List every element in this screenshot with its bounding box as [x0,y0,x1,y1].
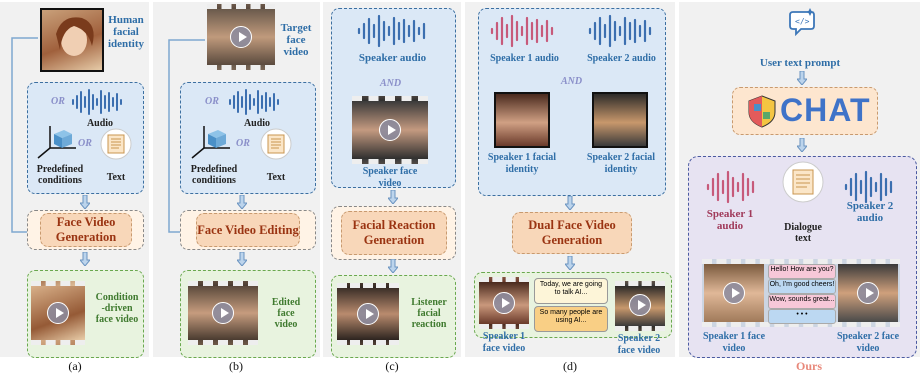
or-label: OR [51,96,65,107]
down-arrow-icon [797,71,807,85]
down-arrow-icon [237,195,247,209]
audio-waveform-icon [357,14,426,48]
speaker2-output-video [615,281,665,331]
identity-portrait [40,8,104,72]
audio-waveform-icon [229,89,279,115]
speaker2-audio-label: Speaker 2 audio [587,53,656,64]
play-icon[interactable] [357,303,379,325]
speaker2-speech-bubble: So many people are using AI... [534,306,608,332]
play-icon[interactable] [493,292,515,314]
chat-bubble-1: Hello! How are you? [768,264,836,279]
or-label: OR [205,96,219,107]
speaker1-face-video-label: Speaker 1 face video [482,331,526,354]
down-arrow-icon [565,196,575,210]
down-arrow-icon [237,252,247,266]
shield-logo-icon [748,95,776,128]
target-face-video-label: Target face video [280,22,312,58]
caption-ours: Ours [795,359,822,373]
prompt-code-icon: </> [789,8,815,36]
play-icon[interactable] [629,294,651,316]
edited-face-video-label: Edited face video [271,297,301,330]
play-icon[interactable] [212,302,234,324]
play-icon[interactable] [857,282,879,304]
caption-a: (a) [68,359,82,373]
speaker1-face-video-label: Speaker 1 face video [702,331,766,354]
down-arrow-icon [80,195,90,209]
speaker-audio-label: Speaker audio [358,52,427,64]
user-text-prompt-label: User text prompt [759,57,841,69]
speaker2-audio-waveform-icon [588,14,652,48]
svg-text:</>: </> [795,17,810,26]
identity-label: Human facial identity [107,14,145,50]
down-arrow-icon [388,259,398,273]
face-video-editing-box: Face Video Editing [196,213,300,247]
play-icon[interactable] [230,26,252,48]
caption-b: (b) [229,359,243,373]
play-icon[interactable] [379,119,401,141]
predefined-label: Predefined conditions [36,164,84,186]
play-icon[interactable] [47,302,69,324]
dual-face-video-generation-box: Dual Face Video Generation [512,212,632,254]
and-label: AND [561,76,583,87]
and-label: AND [380,78,402,89]
speaker2-face-video-label: Speaker 2 face video [836,331,900,354]
speaker1-audio-waveform-icon [490,14,554,48]
face-illustration [56,17,94,56]
axes-cube-icon [191,126,230,159]
down-arrow-icon [565,256,575,270]
play-icon[interactable] [723,282,745,304]
down-arrow-icon [797,138,807,152]
speaker1-speech-bubble: Today, we are going to talk AI... [534,278,608,304]
conditions-box-b [180,82,316,194]
audio-label: Audio [243,118,271,129]
speaker1-audio-label: Speaker 1 audio [490,53,559,64]
axes-cube-icon [37,126,76,159]
dialogue-text-label: Dialogue text [784,222,822,244]
or-label: OR [236,138,250,149]
face-video-generation-box: Face Video Generation [40,213,132,247]
speaker2-audio-waveform-icon [844,170,893,204]
audio-label: Audio [86,118,114,129]
speaker2-identity-photo [592,92,648,148]
text-document-icon [260,128,292,160]
chat-logo-text: CHAT [780,92,871,128]
speaker2-audio-label: Speaker 2 audio [846,200,894,224]
speaker1-identity-label: Speaker 1 facial identity [487,152,557,175]
speaker2-face-video-label: Speaker 2 face video [617,333,661,356]
facial-reaction-generation-box: Facial Reaction Generation [341,211,447,255]
caption-c: (c) [385,359,399,373]
caption-d: (d) [563,359,577,373]
chat-bubble-3: Wow, sounds great... [768,294,836,309]
speaker1-audio-label: Speaker 1 audio [706,208,754,232]
down-arrow-icon [388,190,398,204]
predefined-label: Predefined conditions [190,164,238,186]
listener-facial-reaction-label: Listener facial reaction [411,297,447,330]
text-document-icon [100,128,132,160]
text-label: Text [266,172,286,183]
text-label: Text [106,172,126,183]
chat-bubble-more: • • • [768,309,836,324]
dialogue-document-icon [782,161,824,203]
condition-driven-output-label: Condition -driven face video [95,292,139,325]
audio-waveform-icon [72,89,122,115]
speaker1-identity-photo [494,92,550,148]
down-arrow-icon [80,252,90,266]
speaker-face-video-label: Speaker face video [362,166,418,189]
or-label: OR [78,138,92,149]
speaker2-identity-label: Speaker 2 facial identity [586,152,656,175]
chat-bubble-2: Oh, I'm good cheers! [768,279,836,294]
speaker1-audio-waveform-icon [706,170,755,204]
